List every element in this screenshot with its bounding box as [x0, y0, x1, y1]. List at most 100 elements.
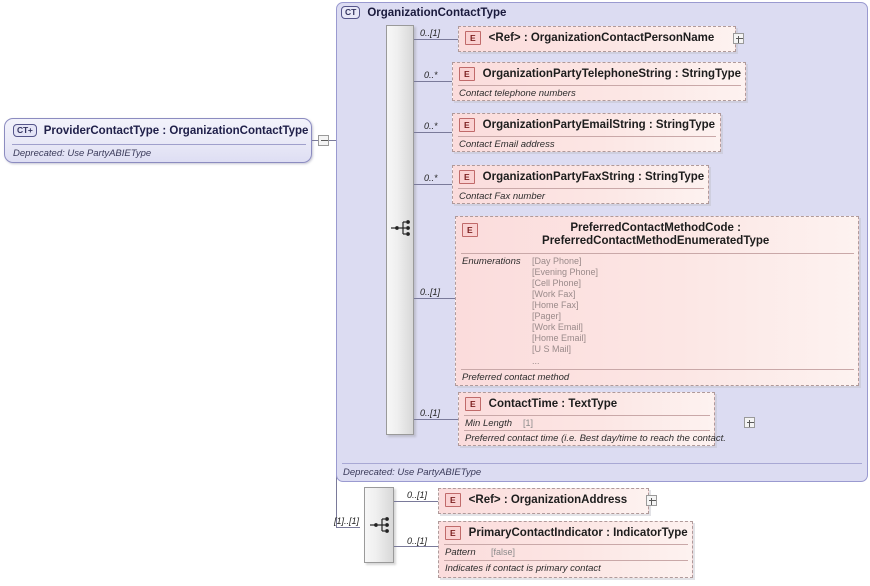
element-icon: E	[459, 170, 475, 184]
root-complextype-node[interactable]: CT+ ProviderContactType : OrganizationCo…	[4, 118, 312, 163]
element-box-organizationaddress[interactable]: E <Ref> : OrganizationAddress	[438, 488, 649, 514]
element-label: PreferredContactMethodCode : PreferredCo…	[542, 222, 770, 247]
enum-item-1: [Evening Phone]	[532, 267, 599, 277]
root-node-title-row: CT+ ProviderContactType : OrganizationCo…	[13, 124, 308, 137]
connector-elem-6	[394, 501, 438, 502]
enum-item-4: [Home Fax]	[532, 300, 579, 310]
complextype-expand-icon[interactable]: CT+	[13, 124, 37, 137]
element-label: PrimaryContactIndicator : IndicatorType	[468, 527, 688, 539]
connector-elem-4	[414, 298, 458, 299]
enum-item-6: [Work Email]	[532, 322, 583, 332]
element-divider-bottom	[461, 369, 854, 370]
element-icon: E	[459, 67, 475, 81]
container-header: CT OrganizationContactType	[341, 6, 506, 19]
element-head-row: E PreferredContactMethodCode : Preferred…	[462, 222, 854, 248]
plus-expand-icon-elem-5[interactable]	[744, 417, 755, 428]
element-documentation: Indicates if contact is primary contact	[445, 563, 601, 574]
multiplicity-elem-7: 0..[1]	[407, 536, 428, 546]
connector-elem-3	[414, 184, 458, 185]
multiplicity-elem-1: 0..*	[424, 70, 438, 80]
element-documentation: Contact Fax number	[459, 191, 546, 202]
multiplicity-elem-3: 0..*	[424, 173, 438, 183]
element-label: <Ref> : OrganizationAddress	[468, 494, 628, 506]
sequence-compositor-icon	[391, 220, 410, 236]
element-label: OrganizationPartyTelephoneString : Strin…	[482, 68, 742, 80]
root-connector-line-out	[312, 140, 318, 141]
element-box-contacttime[interactable]: E ContactTime : TextType Min Length [1] …	[458, 392, 726, 446]
element-head-row: E ContactTime : TextType	[465, 397, 710, 411]
connector-elem-2	[414, 132, 458, 133]
main-sequence-node[interactable]	[386, 25, 414, 435]
enum-item-0: [Day Phone]	[532, 256, 582, 266]
element-box-organizationpartyemailstring[interactable]: E OrganizationPartyEmailString : StringT…	[452, 113, 721, 152]
element-head-row: E <Ref> : OrganizationAddress	[445, 493, 644, 507]
facet-label-enumerations: Enumerations	[462, 256, 521, 267]
facet-value-minlength: [1]	[523, 418, 534, 428]
element-divider-top	[444, 544, 688, 545]
multiplicity-elem-5: 0..[1]	[420, 408, 441, 418]
root-node-label: ProviderContactType : OrganizationContac…	[43, 124, 309, 137]
enum-item-7: [Home Email]	[532, 333, 587, 343]
sequence-compositor-icon-bottom	[370, 517, 389, 533]
branch-to-bottom-sequence	[336, 527, 360, 528]
bottom-sequence-node[interactable]	[364, 487, 394, 563]
container-title: OrganizationContactType	[367, 6, 507, 19]
root-node-documentation: Deprecated: Use PartyABIEType	[13, 148, 152, 159]
facet-label-minlength: Min Length	[465, 418, 513, 429]
element-divider	[458, 85, 741, 86]
element-head-row: E OrganizationPartyEmailString : StringT…	[459, 118, 716, 132]
element-documentation: Preferred contact method	[462, 372, 570, 383]
element-label: ContactTime : TextType	[488, 398, 618, 410]
enum-item-3: [Work Fax]	[532, 289, 576, 299]
element-icon: E	[465, 31, 481, 45]
multiplicity-elem-2: 0..*	[424, 121, 438, 131]
connector-elem-0	[414, 39, 458, 40]
element-divider-bottom	[464, 430, 710, 431]
plus-expand-icon-elem-6[interactable]	[646, 495, 657, 506]
element-label: OrganizationPartyFaxString : StringType	[482, 171, 705, 183]
element-icon: E	[459, 118, 475, 132]
element-icon: E	[445, 493, 461, 507]
element-divider-bottom	[444, 560, 688, 561]
minus-collapse-icon[interactable]	[318, 135, 329, 146]
plus-expand-icon-elem-0[interactable]	[733, 33, 744, 44]
facet-value-pattern: [false]	[491, 547, 516, 557]
element-documentation: Preferred contact time (i.e. Best day/ti…	[465, 433, 726, 444]
element-head-row: E OrganizationPartyFaxString : StringTyp…	[459, 170, 704, 184]
bottom-sequence-multiplicity: [1]..[1]	[334, 516, 360, 526]
element-box-organizationpartyfaxstring[interactable]: E OrganizationPartyFaxString : StringTyp…	[452, 165, 709, 204]
element-label: <Ref> : OrganizationContactPersonName	[488, 32, 715, 44]
connector-elem-5	[414, 419, 458, 420]
element-icon: E	[462, 223, 478, 237]
element-box-preferredcontactmethodcode[interactable]: E PreferredContactMethodCode : Preferred…	[455, 216, 859, 386]
multiplicity-elem-6: 0..[1]	[407, 490, 428, 500]
element-label: OrganizationPartyEmailString : StringTyp…	[482, 119, 716, 131]
element-icon: E	[445, 526, 461, 540]
element-divider	[458, 188, 704, 189]
complextype-icon: CT	[341, 6, 361, 19]
element-box-organizationcontactpersonname[interactable]: E <Ref> : OrganizationContactPersonName	[458, 26, 736, 52]
connector-elem-1	[414, 81, 458, 82]
element-head-row: E <Ref> : OrganizationContactPersonName	[465, 31, 731, 45]
element-head-row: E OrganizationPartyTelephoneString : Str…	[459, 67, 741, 81]
multiplicity-elem-0: 0..[1]	[420, 28, 441, 38]
enum-item-ellipsis: ...	[532, 356, 540, 366]
element-documentation: Contact Email address	[459, 139, 555, 150]
connector-elem-7	[394, 546, 438, 547]
element-box-primarycontactindicator[interactable]: E PrimaryContactIndicator : IndicatorTyp…	[438, 521, 693, 578]
element-divider-top	[461, 253, 854, 254]
element-icon: E	[465, 397, 481, 411]
element-head-row: E PrimaryContactIndicator : IndicatorTyp…	[445, 526, 688, 540]
container-footer-documentation: Deprecated: Use PartyABIEType	[343, 467, 482, 478]
element-divider-top	[464, 415, 710, 416]
root-node-divider	[12, 144, 306, 145]
element-divider	[458, 136, 716, 137]
multiplicity-elem-4: 0..[1]	[420, 287, 441, 297]
enum-item-8: [U S Mail]	[532, 344, 572, 354]
enum-item-2: [Cell Phone]	[532, 278, 582, 288]
enum-item-5: [Pager]	[532, 311, 562, 321]
element-box-organizationpartytelephonestring[interactable]: E OrganizationPartyTelephoneString : Str…	[452, 62, 746, 101]
root-connector-line-right	[329, 140, 336, 141]
element-documentation: Contact telephone numbers	[459, 88, 576, 99]
container-footer-divider	[342, 463, 862, 464]
